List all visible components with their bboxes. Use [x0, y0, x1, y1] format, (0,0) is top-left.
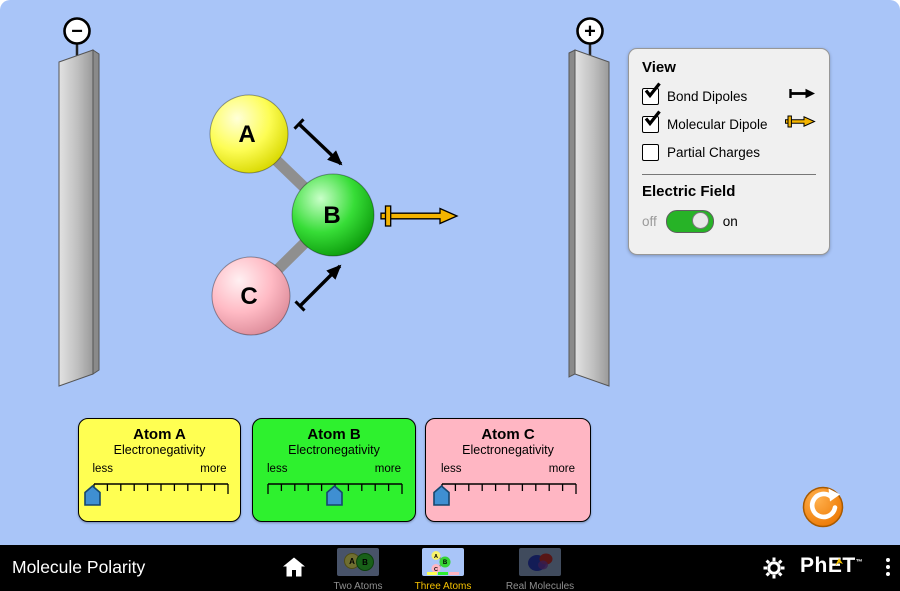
- negative-plate: −: [58, 17, 100, 387]
- checkmark-icon: [644, 82, 661, 98]
- trademark: ™: [855, 559, 864, 566]
- panel-title: Atom C: [481, 426, 535, 443]
- positive-plate: +: [568, 17, 610, 387]
- molecular-dipole-arrow: [380, 205, 459, 227]
- positive-plate-edge: [568, 49, 576, 378]
- positive-sign: +: [584, 21, 596, 43]
- bond-dipoles-label: Bond Dipoles: [667, 88, 748, 104]
- atom-a-electronegativity-slider[interactable]: less more: [84, 463, 229, 511]
- sim-title: Molecule Polarity: [12, 557, 146, 577]
- molecular-dipole-label: Molecular Dipole: [667, 116, 768, 132]
- screen-label: Real Molecules: [505, 581, 575, 591]
- molecular-dipole-row[interactable]: Molecular Dipole: [642, 110, 816, 138]
- molecular-dipole-checkbox[interactable]: [642, 110, 661, 133]
- slider-track[interactable]: [267, 476, 403, 496]
- toggle-on-label: on: [722, 214, 738, 229]
- bond-dipole-bc-arrow: [294, 264, 342, 312]
- slider-more-label: more: [200, 463, 227, 475]
- molecular-dipole-icon: [783, 115, 816, 133]
- atom-c-electronegativity-panel: Atom C Electronegativity less more: [425, 418, 591, 522]
- panel-title: Atom B: [307, 426, 361, 443]
- positive-terminal-icon: [576, 17, 604, 45]
- kebab-menu-icon[interactable]: [881, 555, 895, 581]
- electric-field-row: off on: [642, 210, 816, 233]
- atom-b-label: B: [323, 202, 340, 229]
- atom-b-electronegativity-slider[interactable]: less more: [267, 463, 403, 511]
- negative-sign: −: [71, 21, 83, 43]
- panel-subtitle: Electronegativity: [113, 443, 206, 457]
- toggle-knob[interactable]: [691, 212, 709, 229]
- real-molecules-thumbnail: [519, 548, 561, 581]
- svg-text:B: B: [362, 558, 368, 567]
- preferences-button[interactable]: [762, 556, 786, 580]
- svg-text:B: B: [443, 560, 448, 566]
- home-button[interactable]: [282, 556, 306, 578]
- slider-thumb[interactable]: [84, 484, 101, 506]
- partial-charges-checkbox[interactable]: [642, 143, 659, 161]
- slider-less-label: less: [267, 463, 288, 475]
- slider-less-label: less: [441, 463, 462, 475]
- home-icon: [283, 557, 305, 577]
- svg-text:A: A: [349, 557, 355, 566]
- partial-charges-row[interactable]: Partial Charges: [642, 138, 816, 166]
- panel-subtitle: Electronegativity: [288, 443, 380, 457]
- atom-a[interactable]: [209, 94, 289, 174]
- bond-dipoles-row[interactable]: Bond Dipoles: [642, 82, 816, 110]
- atom-c[interactable]: [211, 256, 291, 336]
- svg-text:C: C: [434, 567, 438, 573]
- screen-label: Three Atoms: [414, 581, 472, 591]
- slider-track[interactable]: [441, 476, 577, 496]
- panel-title: Atom A: [133, 426, 186, 443]
- molecule[interactable]: A B C: [209, 94, 375, 336]
- negative-plate-face: [58, 49, 94, 387]
- phet-spark-icon: [834, 550, 844, 574]
- toggle-off-label: off: [642, 214, 657, 229]
- atom-c-electronegativity-slider[interactable]: less more: [432, 463, 577, 511]
- checkmark-icon: [644, 110, 661, 126]
- panel-divider: [642, 174, 816, 175]
- negative-plate-edge: [92, 49, 100, 375]
- screen-button-three-atoms[interactable]: A B C Three Atoms: [398, 548, 488, 591]
- slider-thumb[interactable]: [432, 484, 450, 506]
- gear-icon: [763, 557, 785, 579]
- three-atoms-thumbnail: A B C: [422, 548, 464, 581]
- electric-field-title: Electric Field: [642, 183, 736, 200]
- phet-logo-text: PhET: [800, 554, 856, 577]
- negative-terminal-icon: [63, 17, 91, 45]
- electric-field-toggle[interactable]: [665, 210, 714, 233]
- slider-thumb[interactable]: [325, 484, 343, 506]
- screen-label: Two Atoms: [333, 581, 383, 591]
- positive-plate-face: [574, 49, 610, 387]
- atom-a-label: A: [238, 121, 255, 148]
- bond-dipoles-checkbox[interactable]: [642, 82, 661, 105]
- play-area: − + A B C: [58, 17, 610, 387]
- atom-c-label: C: [240, 283, 257, 310]
- bond-dipole-icon: [786, 87, 816, 105]
- atom-b[interactable]: [291, 173, 375, 257]
- bond-dipole-ab-arrow: [293, 118, 343, 166]
- navigation-bar: Molecule Polarity A B Two Atoms: [0, 545, 900, 591]
- slider-track[interactable]: [92, 476, 229, 496]
- slider-more-label: more: [374, 463, 401, 475]
- two-atoms-thumbnail: A B: [337, 548, 379, 581]
- slider-more-label: more: [548, 463, 575, 475]
- screen-button-two-atoms[interactable]: A B Two Atoms: [313, 548, 403, 591]
- partial-charges-label: Partial Charges: [667, 144, 761, 160]
- svg-text:A: A: [434, 554, 438, 560]
- panel-subtitle: Electronegativity: [462, 443, 554, 457]
- atom-a-electronegativity-panel: Atom A Electronegativity less more: [78, 418, 241, 522]
- screen-button-real-molecules[interactable]: Real Molecules: [495, 548, 585, 591]
- reset-all-button[interactable]: [802, 486, 844, 528]
- slider-less-label: less: [92, 463, 113, 475]
- view-panel-title: View: [642, 59, 676, 76]
- phet-menu-button[interactable]: PhET™: [800, 554, 863, 578]
- atom-b-electronegativity-panel: Atom B Electronegativity less more: [252, 418, 416, 522]
- view-panel: View Bond Dipoles Molecular Dipole: [628, 48, 830, 255]
